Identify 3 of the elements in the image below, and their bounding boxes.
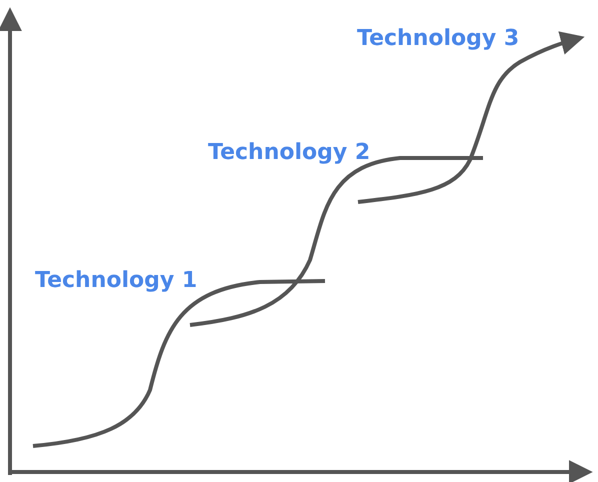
curve-label: Technology 1 [35, 270, 198, 292]
curve-label: Technology 3 [357, 28, 520, 50]
curve-label: Technology 2 [208, 142, 370, 164]
